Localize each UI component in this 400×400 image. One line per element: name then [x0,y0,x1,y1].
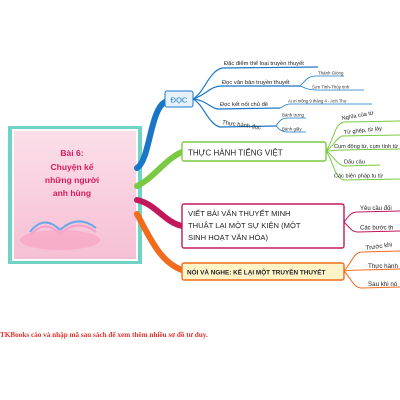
branch-viet: VIẾT BÀI VĂN THUYẾT MINH THUẬT LẠI MỘT S… [181,203,400,249]
doc-item-3: Đọc kết nối chủ đề [220,101,268,108]
doc-sub-line-c [279,103,372,109]
branch-connector-doc [134,99,168,171]
central-line-2: những người [45,175,99,185]
doc-line-3 [192,98,281,110]
tv-line-5 [325,150,400,181]
tv-item-3: Cụm động từ, cụm tính từ [334,144,398,150]
tv-item-4: Dấu câu [344,160,365,166]
tv-item-5: Các biện pháp tu từ [334,174,383,180]
viet-label-line-1: VIẾT BÀI VĂN THUYẾT MINH [188,208,291,218]
doc-sub-ket-noi: Ai ơi mồng 9 tháng 4 - Anh Thư [288,99,347,104]
tv-line-4 [325,150,381,167]
footer-note: TKBooks cào và nhập mã sau sách để xem t… [0,331,208,339]
doc-line-4 [192,98,277,128]
viet-line-1 [343,210,400,223]
central-topic-card: Bài 6: Chuyện kể những người anh hùng [8,126,142,264]
doc-sub-banh-trung: Bánh trưng [282,113,305,118]
tv-line-1 [325,120,400,152]
doc-item-2: Đọc văn bản truyền thuyết [222,80,290,86]
doc-sub-thanh-giong: Thánh Gióng [318,71,344,76]
branch-connector-viet [134,197,185,229]
branch-connector-tieng-viet [134,149,185,189]
nn-item-2: Thực hành [368,263,398,270]
cloud-decoration [20,230,100,250]
tv-line-2 [325,134,400,152]
branch-doc: ĐỌC Đặc điểm thể loại truyền thuyết Đọc … [164,60,372,133]
doc-item-1: Đặc điểm thể loại truyền thuyết [224,60,304,67]
doc-sub-son-tinh: Sơn Tinh-Thủy tinh [312,85,350,90]
viet-item-1: Yêu cầu đối [360,206,392,212]
nn-item-3: Sau khi nó [368,281,398,288]
viet-line-2 [343,221,400,233]
branch-tieng-viet: THỰC HÀNH TIẾNG VIỆT Nghĩa của từ Từ ghé… [181,109,400,181]
viet-label-line-2: THUẬT LẠI MỘT SỰ KIỆN (MỘT [188,221,301,230]
doc-line-2 [192,85,300,100]
tv-item-1: Nghĩa của từ [341,109,374,122]
doc-sub-line-e [275,125,306,133]
tieng-viet-label: THỰC HÀNH TIẾNG VIỆT [188,148,283,158]
viet-label-line-3: SINH HOẠT VĂN HÓA) [188,233,268,242]
nn-line-3 [343,270,400,289]
doc-sub-line-b [299,85,364,91]
doc-line-1 [192,66,319,100]
nn-line-2 [343,268,400,272]
doc-sub-line-a [299,75,344,87]
doc-item-4: Thực hành đọc [222,120,262,131]
noi-nghe-label: NÓI VÀ NGHE: KỂ LẠI MỘT TRUYỀN THUYẾT [187,267,326,277]
viet-item-2: Các bước th [360,226,393,232]
nn-item-1: Trước khi [365,241,392,252]
central-line-1: Chuyện kể [51,162,94,172]
viet-node [181,203,345,249]
central-line-3: anh hùng [53,188,91,198]
doc-label: ĐỌC [171,96,188,105]
doc-sub-banh-giay: Bánh giầy [282,127,302,132]
tv-line-3 [325,148,400,152]
tv-item-2: Từ ghép, từ láy [344,126,383,136]
branch-noi-nghe: NÓI VÀ NGHE: KỂ LẠI MỘT TRUYỀN THUYẾT Tr… [181,241,400,289]
branch-connector-noi-nghe [134,211,185,273]
nn-line-1 [343,250,400,272]
central-title: Bài 6: [60,148,83,158]
doc-sub-line-d [275,117,306,127]
